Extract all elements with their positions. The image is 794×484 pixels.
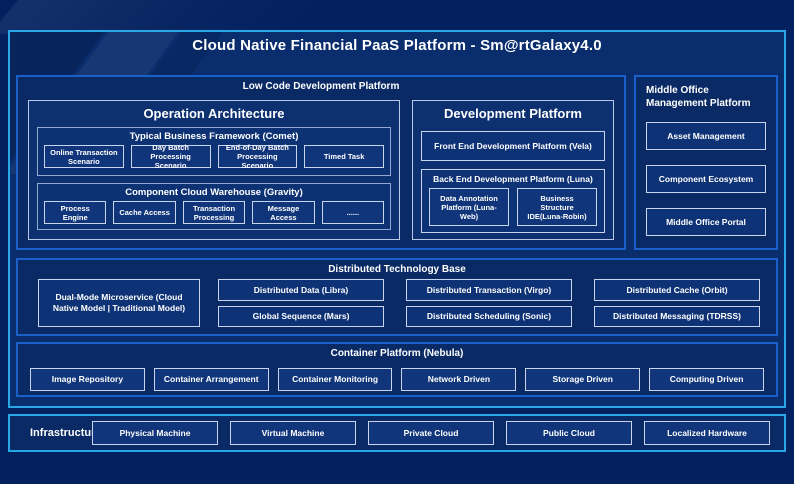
distributed-body: Dual-Mode Microservice (Cloud Native Mod…: [38, 279, 760, 327]
gravity-label: Component Cloud Warehouse (Gravity): [125, 187, 303, 198]
box-cache-access: Cache Access: [113, 201, 176, 224]
box-component-ecosystem: Component Ecosystem: [646, 165, 766, 193]
comet-panel: Typical Business Framework (Comet) Onlin…: [37, 127, 391, 176]
box-network-driven: Network Driven: [401, 368, 517, 391]
back-end-development-platform-box: Back End Development Platform (Luna) Dat…: [421, 169, 605, 233]
lowcode-section: Low Code Development Platform Operation …: [16, 75, 626, 250]
comet-label: Typical Business Framework (Comet): [129, 131, 299, 142]
box-localized-hardware: Localized Hardware: [644, 421, 770, 445]
box-process-engine: Process Engine: [44, 201, 107, 224]
infrastructure-items: Physical Machine Virtual Machine Private…: [92, 421, 770, 445]
box-message-access: Message Access: [252, 201, 315, 224]
box-physical-machine: Physical Machine: [92, 421, 218, 445]
container-platform-section: Container Platform (Nebula) Image Reposi…: [16, 342, 778, 397]
distributed-section: Distributed Technology Base Dual-Mode Mi…: [16, 258, 778, 336]
infrastructure-label: Infrastructure: [30, 427, 102, 439]
box-private-cloud: Private Cloud: [368, 421, 494, 445]
operation-architecture-box: Operation Architecture Typical Business …: [28, 100, 400, 240]
box-distributed-data: Distributed Data (Libra): [218, 279, 384, 301]
box-distributed-transaction: Distributed Transaction (Virgo): [406, 279, 572, 301]
box-computing-driven: Computing Driven: [649, 368, 764, 391]
operation-architecture-title: Operation Architecture: [143, 106, 285, 121]
box-end-of-day-batch-processing-scenario: End-of-Day Batch Processing Scenario: [217, 143, 298, 170]
container-platform-items: Image Repository Container Arrangement C…: [30, 368, 764, 391]
box-asset-management: Asset Management: [646, 122, 766, 150]
box-ellipsis: ......: [321, 201, 385, 224]
box-storage-driven: Storage Driven: [525, 368, 641, 391]
main-frame: Cloud Native Financial PaaS Platform - S…: [8, 30, 786, 408]
lowcode-body: Operation Architecture Typical Business …: [28, 100, 614, 240]
middle-office-label: Middle Office Management Platform: [646, 85, 751, 109]
box-distributed-messaging: Distributed Messaging (TDRSS): [594, 305, 760, 327]
lowcode-label: Low Code Development Platform: [242, 81, 400, 92]
distributed-label: Distributed Technology Base: [328, 264, 466, 275]
box-timed-task: Timed Task: [304, 145, 384, 168]
box-container-arrangement: Container Arrangement: [153, 368, 269, 391]
box-virtual-machine: Virtual Machine: [230, 421, 356, 445]
box-middle-office-portal: Middle Office Portal: [646, 208, 766, 236]
box-business-structure-ide: Business Structure IDE(Luna-Robin): [517, 188, 597, 226]
box-data-annotation-platform: Data Annotation Platform (Luna-Web): [429, 188, 509, 226]
page-title: Cloud Native Financial PaaS Platform - S…: [192, 37, 602, 54]
box-container-monitoring: Container Monitoring: [277, 368, 393, 391]
comet-items: Online Transaction Scenario Day Batch Pr…: [38, 143, 390, 170]
box-image-repository: Image Repository: [30, 368, 145, 391]
development-platform-title: Development Platform: [444, 106, 582, 121]
box-front-end-development-platform: Front End Development Platform (Vela): [421, 131, 605, 161]
box-global-sequence: Global Sequence (Mars): [218, 305, 384, 327]
middle-office-section: Middle Office Management Platform Asset …: [634, 75, 778, 250]
back-end-items: Data Annotation Platform (Luna-Web) Busi…: [422, 188, 604, 226]
background-diagonal-deco: [0, 0, 319, 34]
gravity-items: Process Engine Cache Access Transaction …: [38, 201, 390, 224]
distributed-grid: Distributed Data (Libra) Distributed Tra…: [218, 279, 760, 327]
development-platform-box: Development Platform Front End Developme…: [412, 100, 614, 240]
back-end-label: Back End Development Platform (Luna): [433, 174, 593, 184]
box-online-transaction-scenario: Online Transaction Scenario: [44, 145, 124, 168]
box-transaction-processing: Transaction Processing: [182, 201, 246, 224]
box-distributed-cache: Distributed Cache (Orbit): [594, 279, 760, 301]
box-distributed-scheduling: Distributed Scheduling (Sonic): [406, 305, 572, 327]
container-platform-label: Container Platform (Nebula): [330, 348, 464, 359]
box-dual-mode-microservice: Dual-Mode Microservice (Cloud Native Mod…: [38, 279, 200, 327]
gravity-panel: Component Cloud Warehouse (Gravity) Proc…: [37, 183, 391, 230]
infrastructure-bar: Infrastructure Physical Machine Virtual …: [8, 414, 786, 452]
box-public-cloud: Public Cloud: [506, 421, 632, 445]
box-day-batch-processing-scenario: Day Batch Processing Scenario: [130, 143, 211, 170]
